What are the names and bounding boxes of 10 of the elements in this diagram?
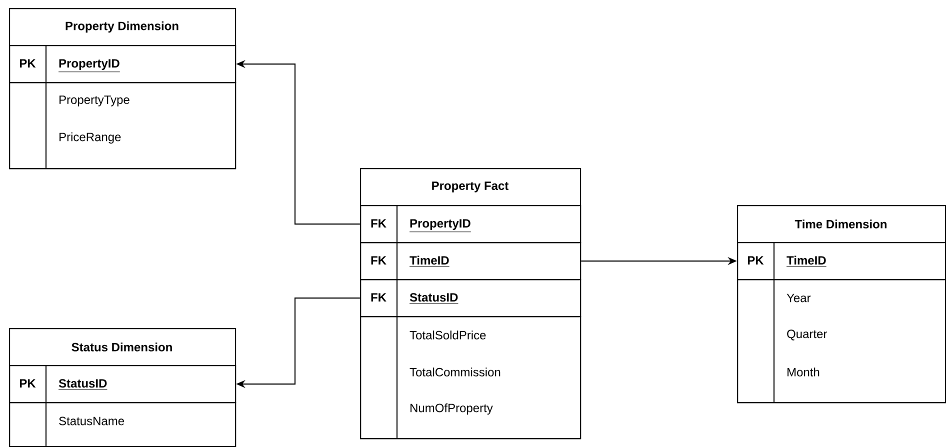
key-row: FK PropertyID	[360, 205, 582, 244]
key-row: PK TimeID	[737, 242, 946, 280]
attribute-rows: PropertyType PriceRange	[9, 82, 236, 170]
key-row: FK TimeID	[360, 242, 582, 280]
key-row: PK PropertyID	[9, 45, 236, 84]
key-row: FK StatusID	[360, 279, 582, 318]
key-row: PK StatusID	[9, 365, 236, 404]
attribute-rows: TotalSoldPrice TotalCommission NumOfProperty	[360, 316, 582, 440]
attribute-rows: StatusName	[9, 402, 236, 447]
attribute-rows: Year Quarter Month	[737, 279, 946, 404]
